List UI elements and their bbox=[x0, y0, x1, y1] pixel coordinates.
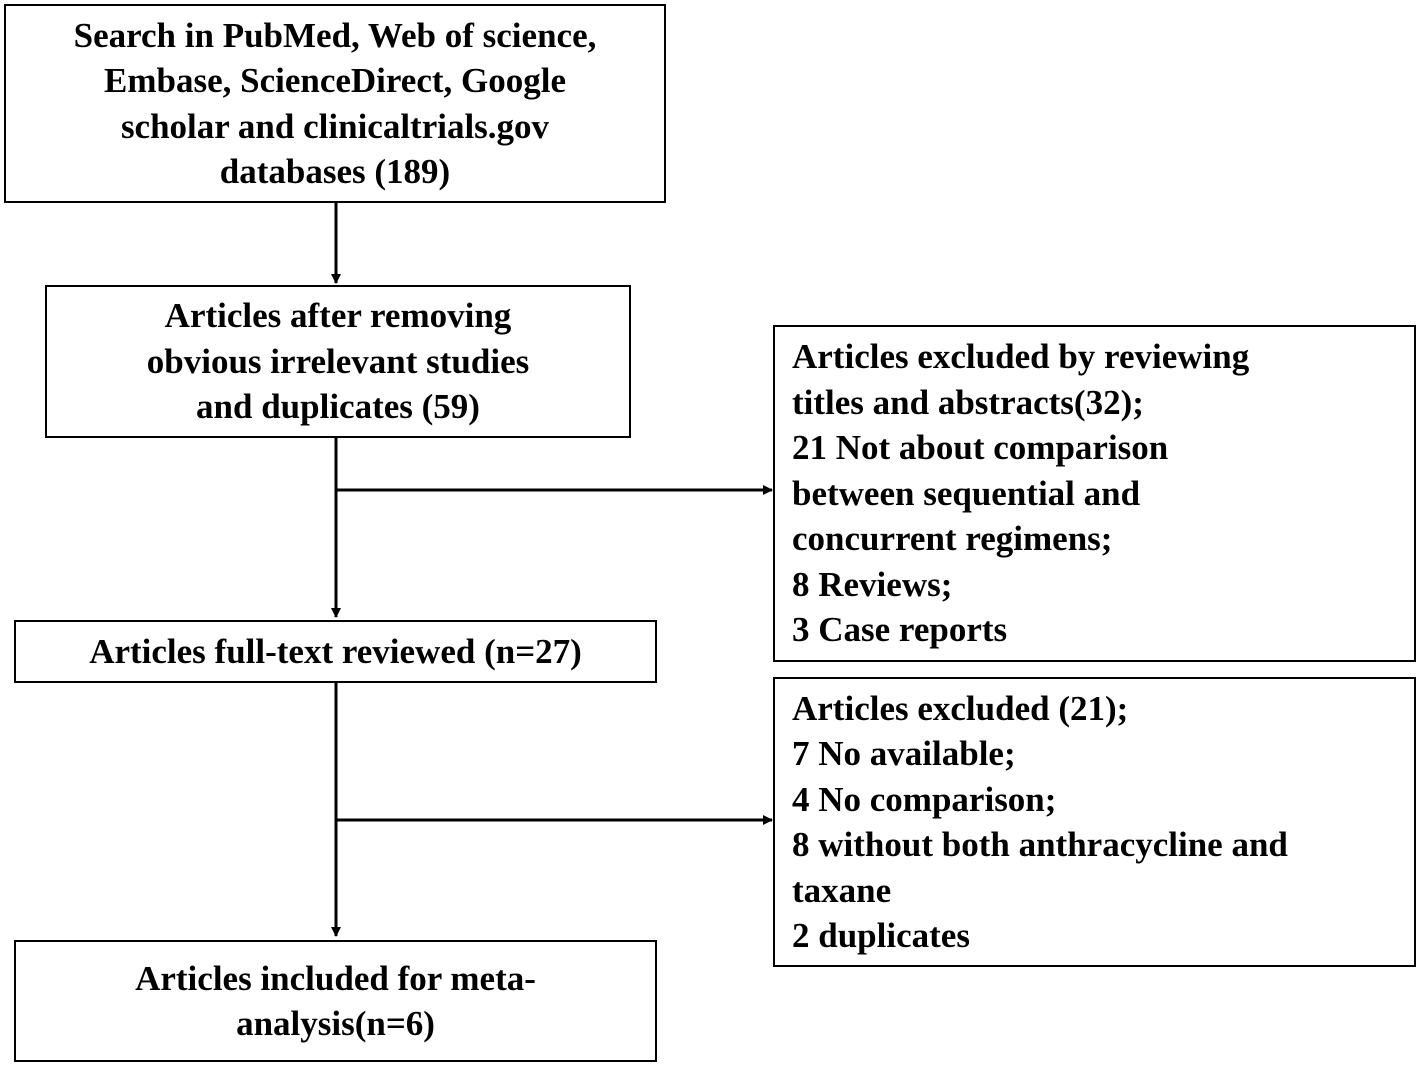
excluded-titles-abstracts-box: Articles excluded by reviewing titles an… bbox=[773, 325, 1416, 662]
excluded-titles-box-line: Articles excluded by reviewing bbox=[792, 337, 1250, 377]
excluded-fulltext-box-line: taxane bbox=[792, 870, 892, 910]
included-box: Articles included for meta- analysis(n=6… bbox=[14, 940, 657, 1062]
excluded-titles-box-line: 3 Case reports bbox=[792, 610, 1008, 650]
search-box-line: databases (189) bbox=[219, 152, 451, 191]
excluded-fulltext-box-line: 8 without both anthracycline and bbox=[792, 825, 1288, 864]
full-text-reviewed-box: Articles full-text reviewed (n=27) bbox=[14, 620, 657, 683]
excluded-titles-box-line: concurrent regimens; bbox=[792, 519, 1113, 559]
search-box-line: scholar and clinicaltrials.gov bbox=[120, 106, 550, 146]
included-box-line: Articles included for meta- bbox=[135, 958, 536, 998]
excluded-titles-box-line: between sequential and bbox=[792, 473, 1141, 513]
after-removal-box: Articles after removing obvious irreleva… bbox=[45, 285, 631, 438]
excluded-titles-box-line: 8 Reviews; bbox=[792, 564, 953, 604]
excluded-fulltext-box-line: 4 No comparison; bbox=[792, 779, 1057, 819]
excluded-fulltext-box: Articles excluded (21); 7 No available; … bbox=[773, 677, 1416, 967]
excluded-titles-box-line: titles and abstracts(32); bbox=[792, 382, 1144, 422]
excluded-fulltext-box-line: 2 duplicates bbox=[792, 916, 970, 955]
search-box-line: Embase, ScienceDirect, Google bbox=[103, 61, 567, 100]
search-databases-box: Search in PubMed, Web of science, Embase… bbox=[4, 4, 666, 203]
excluded-fulltext-box-line: 7 No available; bbox=[792, 734, 1016, 773]
after-removal-box-line: Articles after removing bbox=[164, 296, 512, 336]
full-text-box-line: Articles full-text reviewed (n=27) bbox=[89, 631, 582, 671]
excluded-titles-box-line: 21 Not about comparison bbox=[792, 428, 1169, 468]
after-removal-box-line: and duplicates (59) bbox=[196, 387, 480, 427]
excluded-fulltext-box-line: Articles excluded (21); bbox=[792, 688, 1129, 728]
search-box-line: Search in PubMed, Web of science, bbox=[73, 15, 597, 55]
included-box-line: analysis(n=6) bbox=[236, 1004, 435, 1043]
after-removal-box-line: obvious irrelevant studies bbox=[146, 341, 530, 381]
